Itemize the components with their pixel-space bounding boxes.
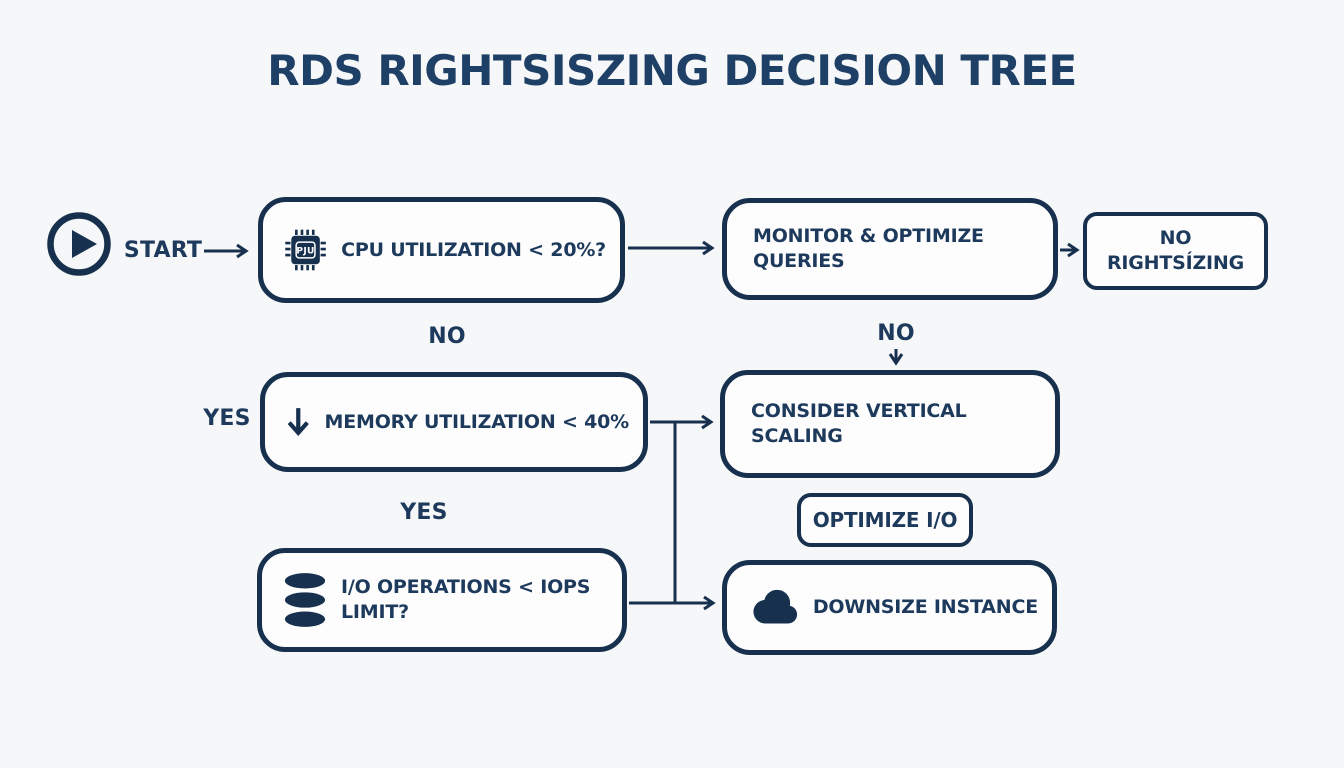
database-icon xyxy=(284,573,326,627)
cpu-check-text: CPU UTILIZATION < 20%? xyxy=(341,238,606,261)
memory-check-text: MEMORY UTILIZATION < 40% xyxy=(324,410,630,433)
monitor-line-2: QUERIES xyxy=(753,250,845,272)
no-rightsizing-line-2: RIGHTSÍZING xyxy=(1106,252,1245,274)
down-arrow-icon xyxy=(287,408,309,437)
node-optimize-io: OPTIMIZE I/O xyxy=(797,493,973,547)
label-io-yes-branch: YES xyxy=(400,500,448,525)
node-io-check: I/O OPERATIONS < IOPS LIMIT? xyxy=(257,548,627,652)
node-memory-check: MEMORY UTILIZATION < 40% xyxy=(260,372,648,472)
label-monitor-no-branch: NO xyxy=(877,321,915,346)
downsize-instance-text: DOWNSIZE INSTANCE xyxy=(812,596,1038,619)
consider-line-2: SCALING xyxy=(751,425,843,447)
io-check-line-2: LIMIT? xyxy=(341,601,409,623)
cloud-icon xyxy=(753,589,798,623)
label-cpu-no-branch: NO xyxy=(428,324,466,349)
play-icon xyxy=(47,212,111,276)
node-downsize-instance: DOWNSIZE INSTANCE xyxy=(722,560,1057,655)
page-title: RDS RIGHTSISZING DECISION TREE xyxy=(267,46,1077,95)
node-consider-vertical-scaling: CONSIDER VERTICAL SCALING xyxy=(720,370,1060,478)
cpu-chip-icon: PJU xyxy=(285,229,326,271)
label-memory-yes-branch: YES xyxy=(203,406,251,431)
cpu-chip-label: PJU xyxy=(296,246,314,256)
start-label: START xyxy=(123,238,203,263)
io-check-line-1: I/O OPERATIONS < IOPS xyxy=(341,576,591,599)
monitor-line-1: MONITOR & OPTIMIZE xyxy=(753,225,984,248)
consider-line-1: CONSIDER VERTICAL xyxy=(751,400,967,423)
no-rightsizing-line-1: NO xyxy=(1159,227,1192,250)
node-cpu-check: PJU CPU UTILIZATION < 20%? xyxy=(258,197,625,303)
node-no-rightsizing: NO RIGHTSÍZING xyxy=(1083,212,1268,290)
node-monitor-optimize: MONITOR & OPTIMIZE QUERIES xyxy=(722,198,1058,300)
optimize-io-text: OPTIMIZE I/O xyxy=(812,508,958,532)
